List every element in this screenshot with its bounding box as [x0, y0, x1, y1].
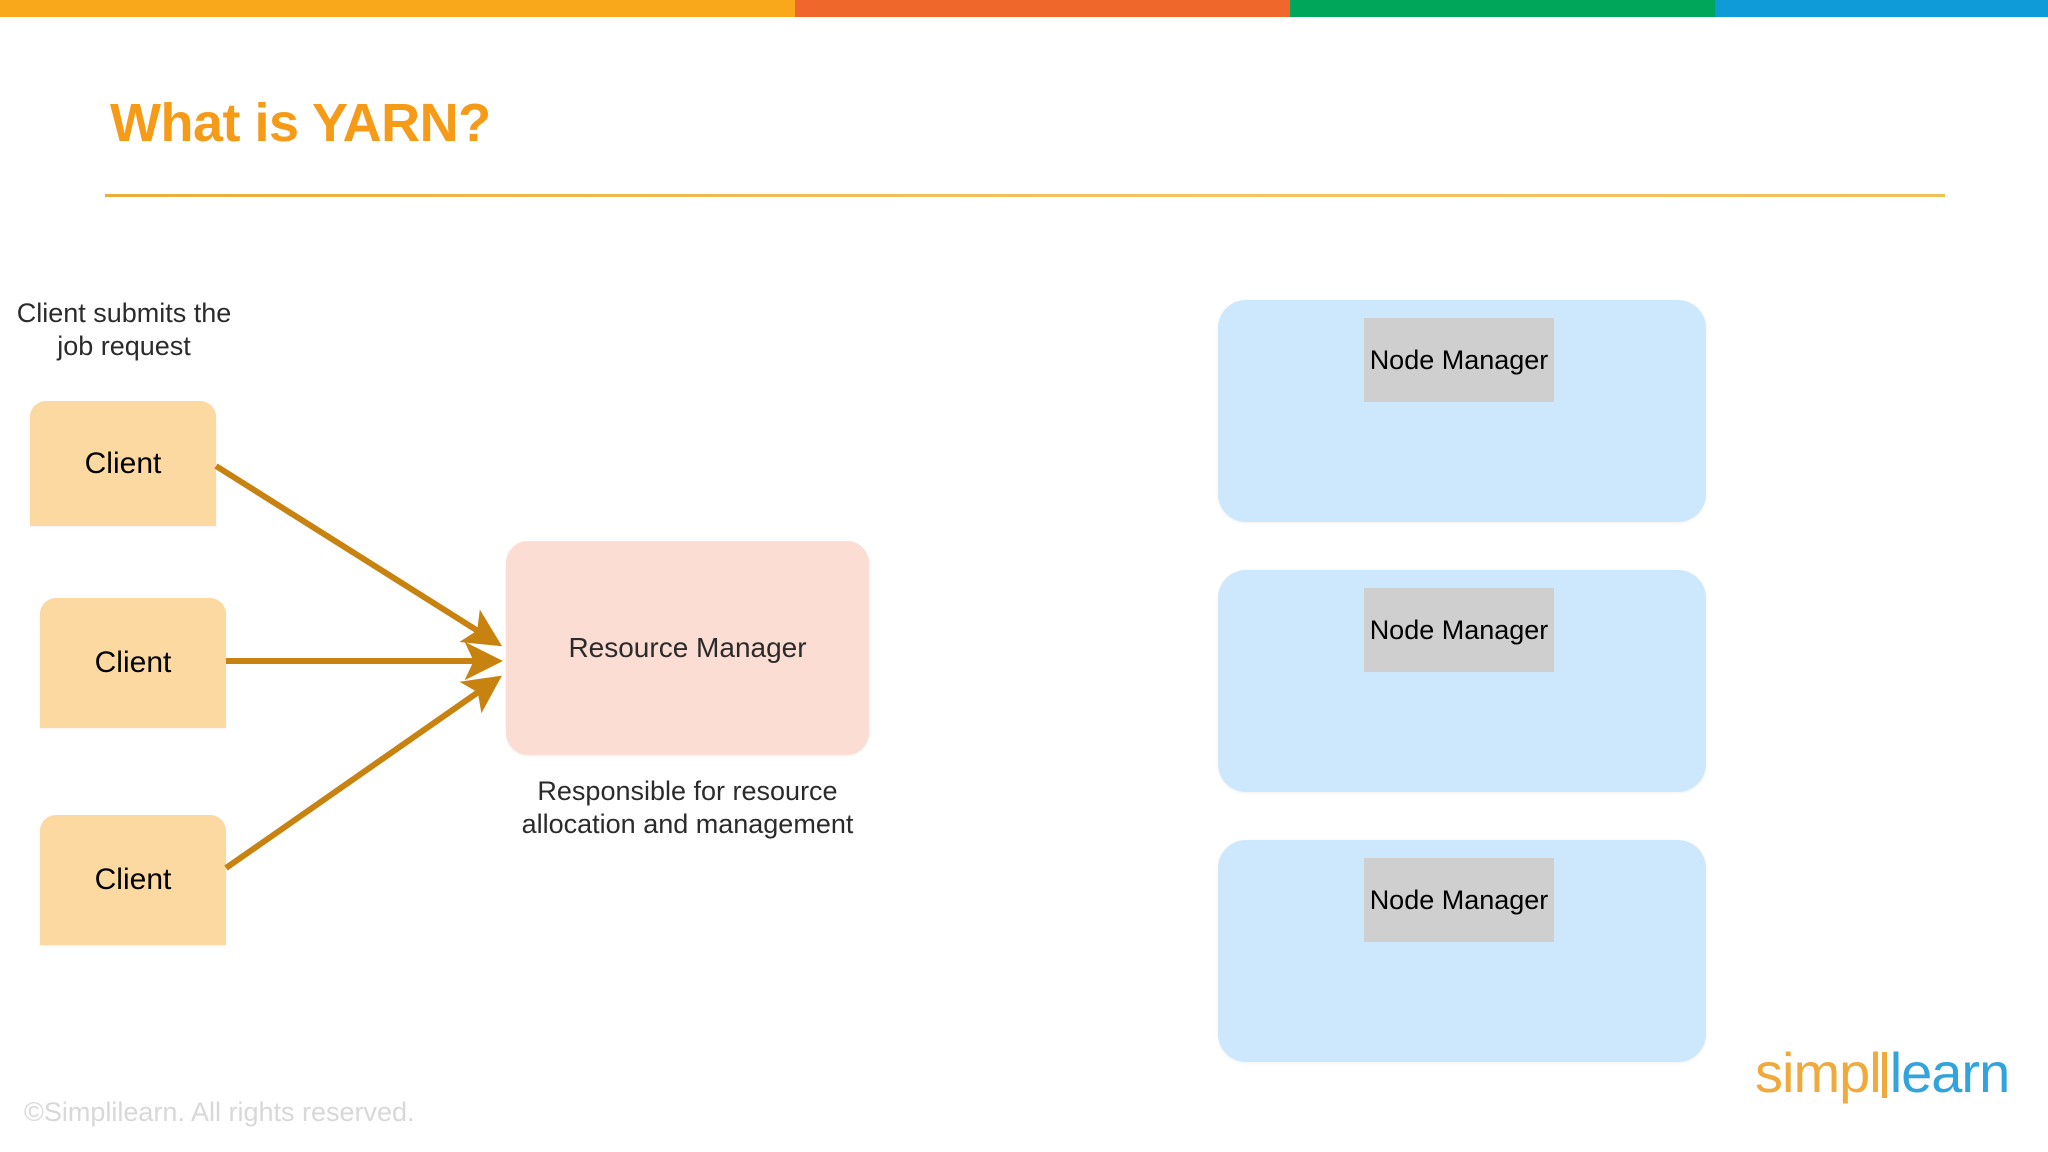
- node-manager-box-3: Node Manager: [1364, 858, 1554, 942]
- client-box-1: Client: [30, 401, 216, 526]
- client-box-2: Client: [40, 598, 226, 728]
- client-label-1: Client: [84, 446, 162, 480]
- client-label-3: Client: [94, 863, 172, 896]
- footer-copyright: ©Simplilearn. All rights reserved.: [24, 1097, 415, 1127]
- resource-manager-box: Resource Manager: [506, 541, 869, 755]
- node-manager-label-3: Node Manager: [1369, 884, 1549, 915]
- client-submits-caption: Client submits the job request: [16, 298, 232, 361]
- resource-manager-caption: Responsible for resource allocation and …: [521, 776, 854, 839]
- client-label-2: Client: [94, 646, 172, 679]
- top-color-bar: [0, 0, 2048, 17]
- resource-manager-label: Resource Manager: [568, 632, 807, 663]
- node-manager-label-2: Node Manager: [1369, 614, 1549, 645]
- node-container-3: Node Manager: [1218, 840, 1706, 1062]
- node-manager-label-1: Node Manager: [1369, 344, 1549, 375]
- node-container-1: Node Manager: [1218, 300, 1706, 522]
- topbar-segment-blue: [1715, 0, 2048, 17]
- logo-text-simpl: simpl: [1755, 1041, 1882, 1104]
- title-underline-rule: [105, 194, 1945, 197]
- node-manager-box-2: Node Manager: [1364, 588, 1554, 672]
- logo-tick-icon: [1881, 1052, 1887, 1098]
- node-container-2: Node Manager: [1218, 570, 1706, 792]
- arrow-client3-to-rm: [224, 675, 502, 871]
- topbar-segment-green: [1290, 0, 1715, 17]
- node-manager-box-1: Node Manager: [1364, 318, 1554, 402]
- client-box-3: Client: [40, 815, 226, 945]
- topbar-segment-amber: [0, 0, 795, 17]
- logo-text-learn: learn: [1889, 1041, 2011, 1104]
- topbar-segment-orange: [795, 0, 1290, 17]
- arrow-client1-to-rm: [214, 463, 503, 647]
- page-title: What is YARN?: [110, 93, 491, 153]
- simplilearn-logo: simpl learn: [1755, 1040, 2011, 1105]
